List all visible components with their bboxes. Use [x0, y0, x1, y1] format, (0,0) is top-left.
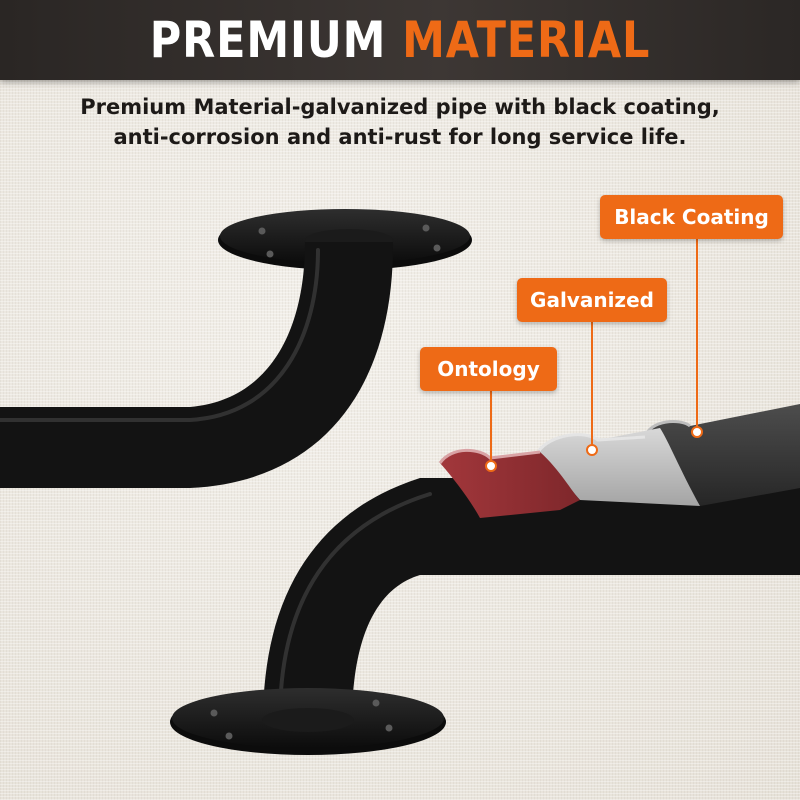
- description-line-1: Premium Material-galvanized pipe with bl…: [80, 95, 720, 119]
- callout-galvanized: Galvanized: [517, 278, 667, 322]
- page-title: PREMIUM MATERIAL: [56, 0, 744, 80]
- callout-ontology: Ontology: [420, 347, 557, 391]
- upper-pipe-body: [0, 242, 394, 488]
- description-text: Premium Material-galvanized pipe with bl…: [30, 92, 770, 152]
- callout-black-coating: Black Coating: [600, 195, 783, 239]
- lower-pipe-highlight: [278, 492, 432, 714]
- title-word-premium: PREMIUM: [149, 11, 387, 69]
- upper-pipe-highlight: [0, 248, 320, 422]
- screw-hole-icon: [372, 699, 380, 707]
- callout-leaders: [485, 239, 703, 472]
- screw-hole-icon: [385, 724, 393, 732]
- screw-hole-icon: [258, 227, 266, 235]
- inner-pipe-layer: [440, 450, 580, 518]
- inner-pipe-edge: [438, 448, 541, 464]
- galvanized-layer: [538, 428, 700, 506]
- lower-flange: [170, 688, 446, 755]
- screw-hole-icon: [210, 709, 218, 717]
- screw-hole-icon: [266, 250, 274, 258]
- screw-hole-icon: [422, 224, 430, 232]
- galvanized-edge: [536, 433, 646, 453]
- header-banner: PREMIUM MATERIAL: [0, 0, 800, 80]
- title-word-material: MATERIAL: [402, 11, 651, 69]
- description-line-2: anti-corrosion and anti-rust for long se…: [113, 125, 687, 149]
- lower-pipe-body: [263, 478, 800, 722]
- screw-hole-icon: [225, 732, 233, 740]
- screw-hole-icon: [433, 244, 441, 252]
